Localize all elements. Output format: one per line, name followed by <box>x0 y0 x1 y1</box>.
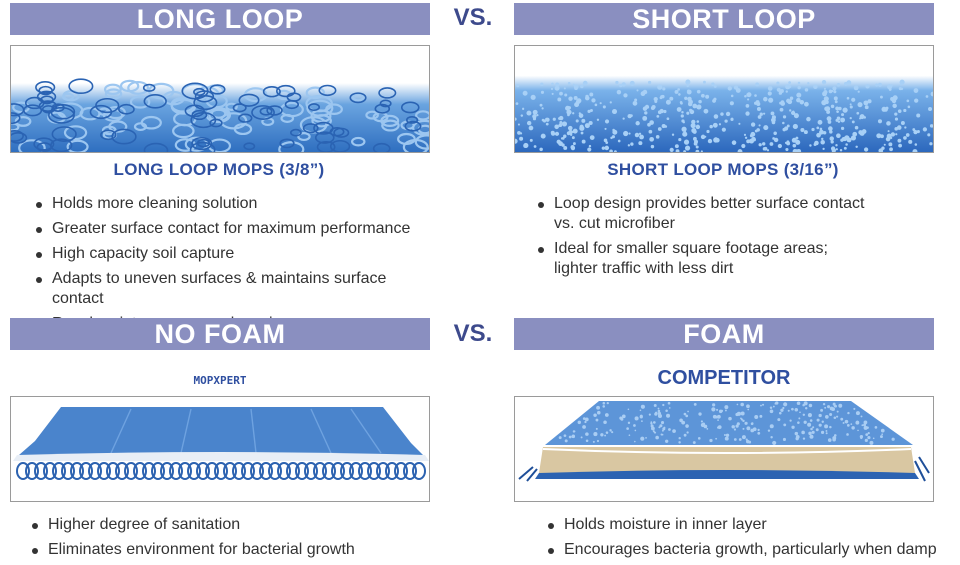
list-item: Adapts to uneven surfaces & maintains su… <box>34 269 434 309</box>
foam-bullets: Holds moisture in inner layer Encourages… <box>546 515 946 565</box>
foam-mop-photo <box>514 396 934 502</box>
list-item: Holds moisture in inner layer <box>546 515 946 535</box>
foam-banner: FOAM <box>514 318 934 350</box>
short-loop-mop-photo <box>514 45 934 153</box>
long-loop-banner: LONG LOOP <box>10 3 430 35</box>
competitor-label: COMPETITOR <box>657 367 791 389</box>
mopxpert-brand: MOPXPERT <box>193 374 247 387</box>
no-foam-mop-photo <box>10 396 430 502</box>
short-loop-bullets: Loop design provides better surface cont… <box>536 194 866 284</box>
vs-label-bottom: VS. <box>453 320 493 347</box>
vs-label-top: VS. <box>453 4 493 31</box>
list-item: High capacity soil capture <box>34 244 434 264</box>
list-item: Encourages bacteria growth, particularly… <box>546 540 946 560</box>
long-loop-mop-photo <box>10 45 430 153</box>
list-item: Eliminates environment for bacterial gro… <box>30 540 430 560</box>
list-item: Greater surface contact for maximum perf… <box>34 219 434 239</box>
short-loop-subheading: SHORT LOOP MOPS (3/16”) <box>607 160 839 179</box>
list-item: Loop design provides better surface cont… <box>536 194 866 234</box>
long-loop-subheading: LONG LOOP MOPS (3/8”) <box>113 160 325 179</box>
no-foam-banner: NO FOAM <box>10 318 430 350</box>
short-loop-banner: SHORT LOOP <box>514 3 934 35</box>
list-item: Holds more cleaning solution <box>34 194 434 214</box>
list-item: Ideal for smaller square footage areas; … <box>536 239 866 279</box>
list-item: Higher degree of sanitation <box>30 515 430 535</box>
no-foam-bullets: Higher degree of sanitation Eliminates e… <box>30 515 430 565</box>
